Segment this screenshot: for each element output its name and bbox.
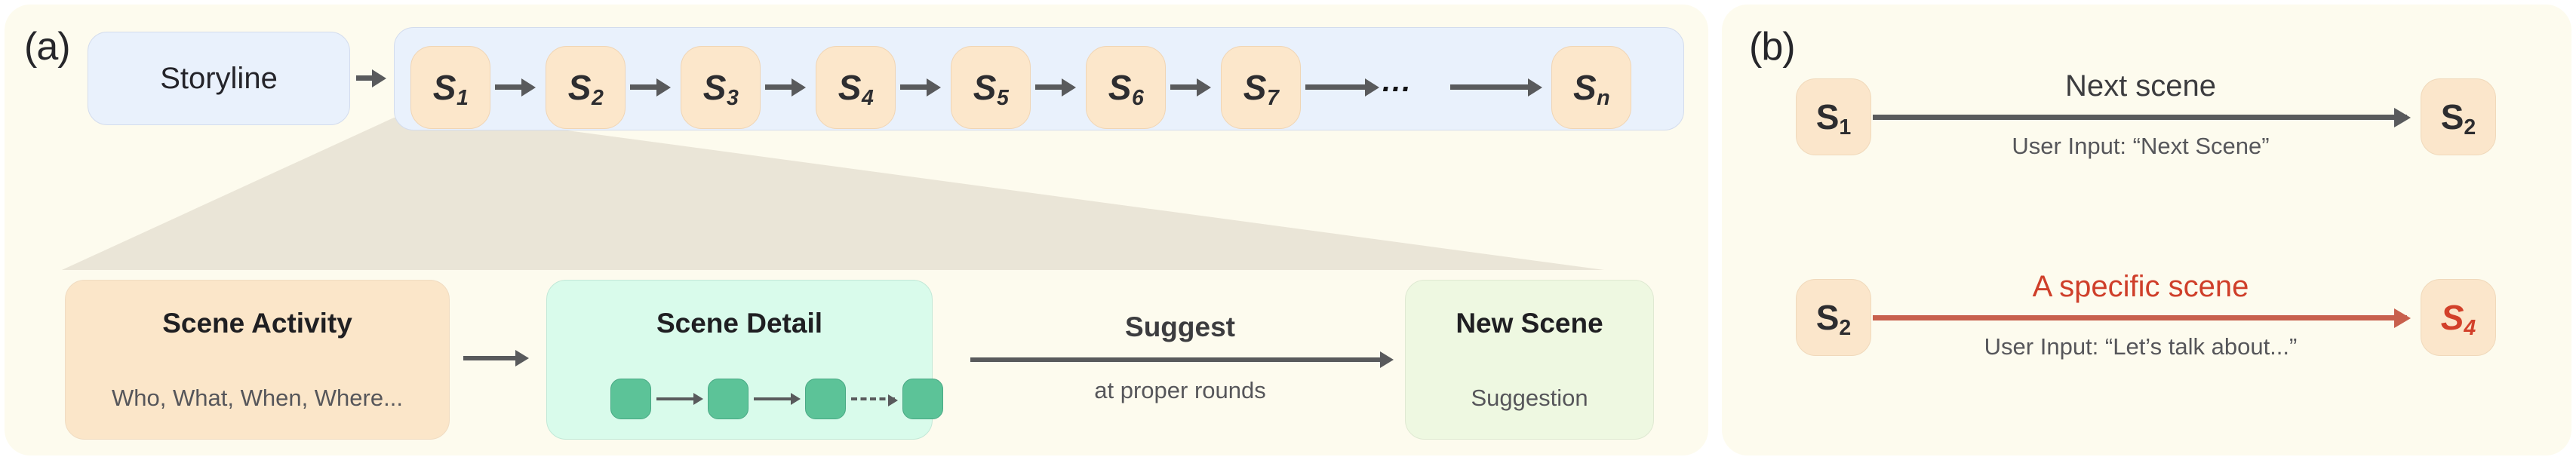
- scene-pill-s2-sub: 2: [591, 85, 604, 110]
- scene-pill-s3-label: S3: [702, 68, 739, 110]
- scene-detail-node-2: [708, 379, 749, 419]
- scene-pill-s4-label: S4: [838, 68, 874, 110]
- panel-a-label: (a): [24, 25, 71, 69]
- scene-pill-sn-label: Sn: [1572, 68, 1610, 110]
- new-scene-card[interactable]: New Scene Suggestion: [1405, 280, 1654, 440]
- transition-2-above-label: A specific scene: [2032, 270, 2249, 303]
- scene-pill-s2[interactable]: S2: [546, 46, 626, 129]
- scene-pill-s1[interactable]: S1: [410, 46, 490, 129]
- transition-1-target-sub: 2: [2464, 115, 2476, 140]
- scene-pill-s4[interactable]: S4: [816, 46, 896, 129]
- scene-detail-node-1: [610, 379, 651, 419]
- scene-detail-card[interactable]: Scene Detail: [546, 280, 943, 440]
- scene-pill-s6-label: S6: [1108, 68, 1144, 110]
- arrow-s5-s6: [1035, 84, 1071, 90]
- scene-detail-node-3: [805, 379, 846, 419]
- transition-1-below-label: User Input: “Next Scene”: [2012, 133, 2270, 159]
- new-scene-subtitle: Suggestion: [1471, 385, 1588, 411]
- transition-2-target-label: S4: [2440, 298, 2476, 340]
- storyline-label: Storyline: [160, 61, 278, 95]
- arrow-activity-to-detail: [463, 356, 525, 360]
- transition-1-arrow: [1873, 115, 2407, 120]
- scene-pill-s7[interactable]: S7: [1221, 46, 1301, 129]
- scene-pill-s1-label: S1: [432, 68, 469, 110]
- transition-1-above-label: Next scene: [2064, 69, 2217, 103]
- scene-pill-s4-sub: 4: [861, 85, 874, 110]
- scene-pill-s7-label: S7: [1243, 68, 1279, 110]
- scene-activity-title: Scene Activity: [162, 308, 352, 339]
- scene-detail-title: Scene Detail: [656, 308, 823, 339]
- chain-ellipsis: ...: [1382, 65, 1412, 98]
- suggest-subtitle: at proper rounds: [1094, 377, 1266, 403]
- transition-2-source-sub: 2: [1839, 315, 1852, 340]
- transition-2-target-sub: 4: [2464, 315, 2476, 340]
- transition-1-target-pill[interactable]: S2: [2421, 78, 2496, 155]
- panel-b: (b) S1 Next scene User Input: “Next Scen…: [1722, 5, 2571, 455]
- transition-1-source-sub: 1: [1839, 115, 1852, 140]
- scene-detail-arrow-1: [656, 397, 700, 400]
- scene-pill-s6-sub: 6: [1131, 85, 1144, 110]
- arrow-s1-s2: [495, 84, 531, 90]
- transition-2-source-pill[interactable]: S2: [1796, 279, 1871, 356]
- scene-pill-sn[interactable]: Sn: [1551, 46, 1631, 129]
- transition-1-source-label: S1: [1815, 97, 1852, 140]
- arrow-s2-s3: [630, 84, 666, 90]
- arrow-s4-s5: [900, 84, 936, 90]
- scene-detail-arrow-3-dashed: [851, 397, 895, 400]
- scene-pill-sn-sub: n: [1597, 85, 1610, 110]
- scene-pill-s2-label: S2: [567, 68, 604, 110]
- transition-2-arrow: [1873, 315, 2407, 320]
- arrow-s7-ellipsis: [1305, 84, 1375, 90]
- scene-activity-subtitle: Who, What, When, Where...: [112, 385, 403, 411]
- scene-pill-s5[interactable]: S5: [951, 46, 1031, 129]
- scene-pill-s3[interactable]: S3: [681, 46, 761, 129]
- arrow-s3-s4: [765, 84, 801, 90]
- transition-1-target-label: S2: [2440, 97, 2476, 140]
- scene-pill-s3-sub: 3: [726, 85, 739, 110]
- transition-1-source-pill[interactable]: S1: [1796, 78, 1871, 155]
- scene-detail-node-4: [902, 379, 943, 419]
- scene-detail-arrow-2: [754, 397, 798, 400]
- arrow-s6-s7: [1170, 84, 1207, 90]
- scene-pill-s1-sub: 1: [456, 85, 469, 110]
- scene-pill-s7-sub: 7: [1266, 85, 1279, 110]
- suggest-title: Suggest: [1125, 311, 1235, 342]
- panel-b-label: (b): [1749, 25, 1796, 69]
- transition-2-target-pill[interactable]: S4: [2421, 279, 2496, 356]
- arrow-ellipsis-sn: [1450, 84, 1538, 90]
- scene-activity-card[interactable]: Scene Activity Who, What, When, Where...: [65, 280, 450, 440]
- scene-pill-s6[interactable]: S6: [1086, 46, 1166, 129]
- scene-pill-s5-sub: 5: [996, 85, 1009, 110]
- transition-2-below-label: User Input: “Let’s talk about...”: [1984, 333, 2298, 360]
- arrow-suggest: [970, 357, 1390, 362]
- new-scene-title: New Scene: [1456, 308, 1603, 339]
- panel-a: (a) Storyline S1 S2 S3 S4 S5 S6: [5, 5, 1708, 455]
- scene-pill-s5-label: S5: [973, 68, 1009, 110]
- arrow-storyline-to-chain: [356, 75, 382, 81]
- storyline-box[interactable]: Storyline: [88, 32, 350, 125]
- transition-2-source-label: S2: [1815, 298, 1852, 340]
